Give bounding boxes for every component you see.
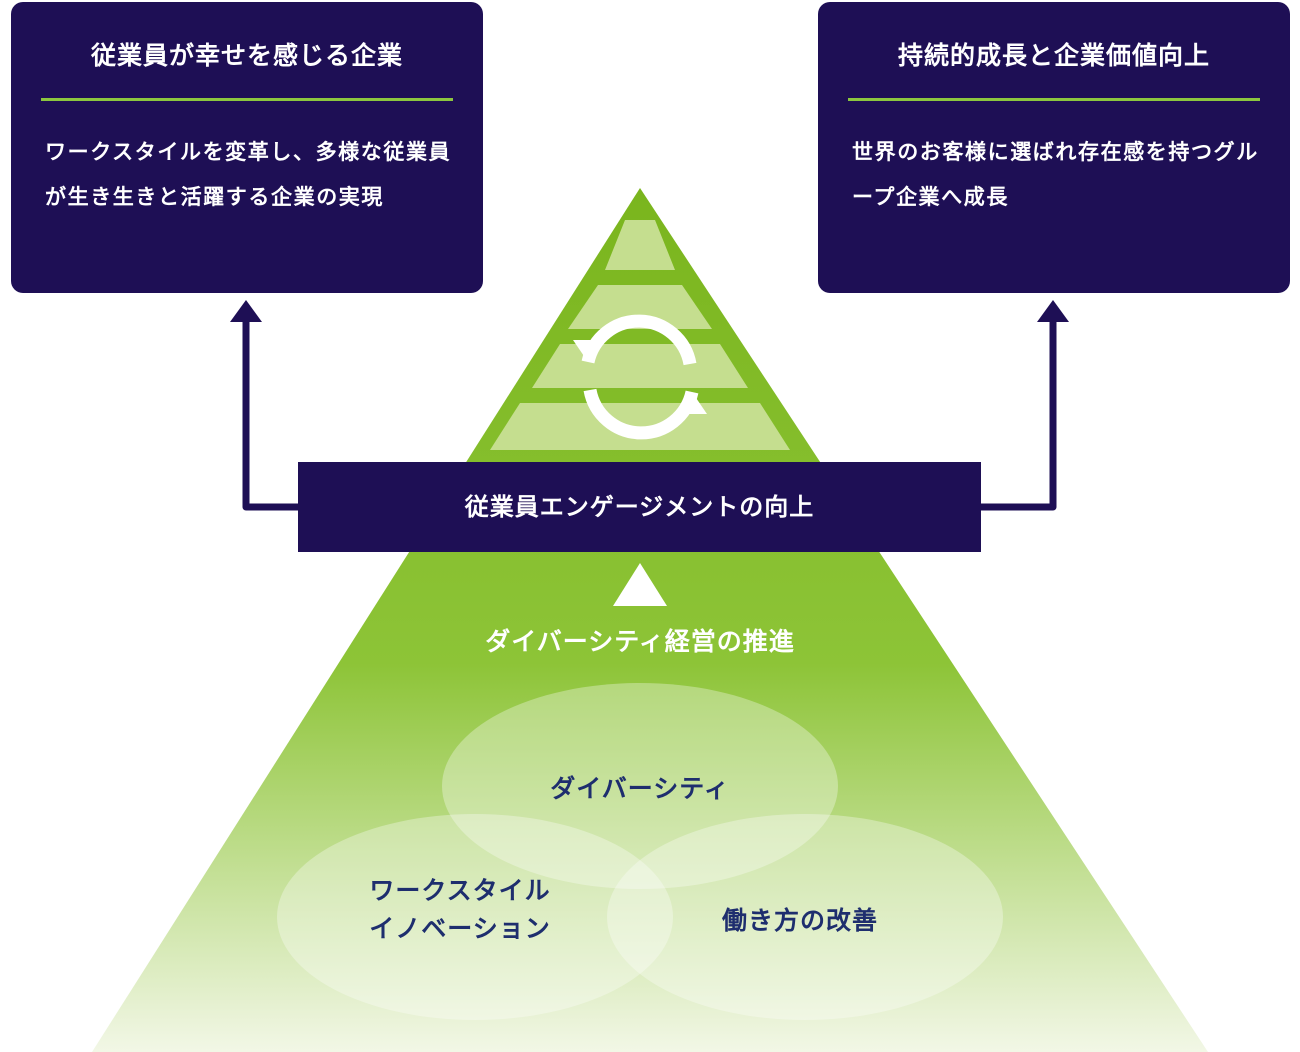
venn-circle-workstyle xyxy=(277,814,673,1020)
goal-box-title: 持続的成長と企業価値向上 xyxy=(897,41,1210,70)
divider xyxy=(848,98,1260,101)
venn-label-improvement: 働き方の改善 xyxy=(721,906,878,935)
venn-diagram xyxy=(277,683,1003,1020)
goal-box-employees: 従業員が幸せを感じる企業 ワークスタイルを変革し、多様な従業員が生き生きと活躍す… xyxy=(11,2,483,293)
pyramid-tier xyxy=(605,220,675,270)
goal-box-body: 世界のお客様に選ばれ存在感を持つグループ企業へ成長 xyxy=(852,140,1259,209)
goal-box-title: 従業員が幸せを感じる企業 xyxy=(90,41,403,70)
cycle-arrowheads xyxy=(573,340,707,414)
promotion-label: ダイバーシティ経営の推進 xyxy=(485,627,795,656)
venn-circle-improvement xyxy=(607,814,1003,1020)
venn-label-workstyle: ワークスタイル イノベーション xyxy=(369,876,551,943)
pyramid xyxy=(92,188,1208,1052)
venn-circle-diversity xyxy=(442,683,838,889)
venn-label-diversity: ダイバーシティ xyxy=(550,774,730,803)
goal-box-growth: 持続的成長と企業価値向上 世界のお客様に選ばれ存在感を持つグループ企業へ成長 xyxy=(818,2,1290,293)
pyramid-tier xyxy=(532,344,748,388)
connector-left xyxy=(242,318,300,511)
divider xyxy=(41,98,453,101)
pyramid-tier xyxy=(568,285,712,329)
arrow-up-left-icon xyxy=(230,300,262,322)
triangle-up-icon xyxy=(613,563,667,606)
goal-box-body: ワークスタイルを変革し、多様な従業員が生き生きと活躍する企業の実現 xyxy=(45,140,452,209)
engagement-band: 従業員エンゲージメントの向上 xyxy=(298,462,981,552)
connector-right xyxy=(979,318,1057,511)
arrow-up-right-icon xyxy=(1037,300,1069,322)
